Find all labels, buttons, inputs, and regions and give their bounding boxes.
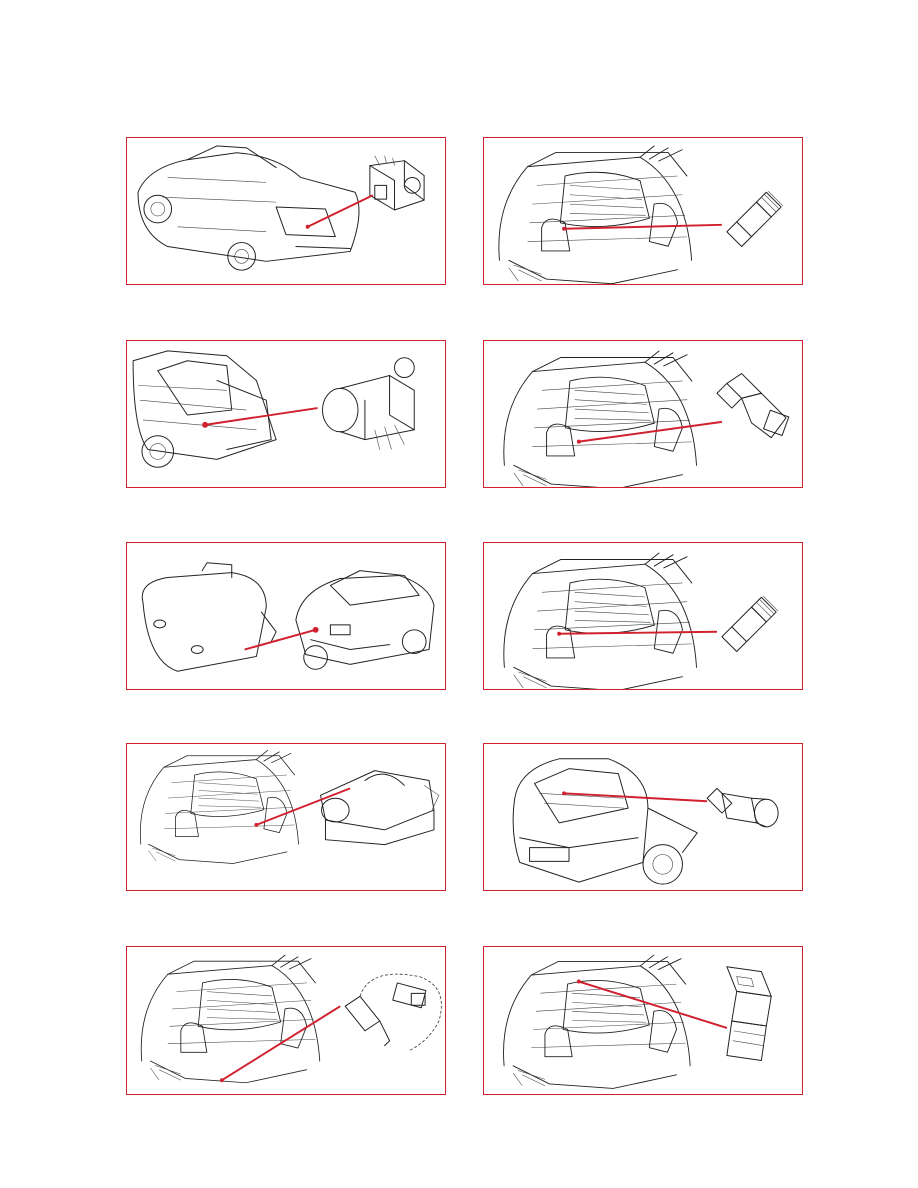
trunk-illustration bbox=[127, 341, 445, 487]
panel-car-front-connector bbox=[483, 743, 803, 891]
panel-convertible-pump bbox=[126, 137, 446, 285]
fuel-tank-module-icon bbox=[142, 563, 276, 672]
engine-bay-illustration bbox=[127, 947, 445, 1094]
convertible-illustration bbox=[127, 138, 445, 284]
car-icon bbox=[513, 759, 697, 884]
temperature-sensor-icon bbox=[717, 374, 789, 438]
engine-bay-illustration bbox=[484, 543, 802, 689]
panel-engine-pressure-sensor bbox=[483, 137, 803, 285]
panel-engine-pressure-switch bbox=[483, 542, 803, 690]
panel-engine-ac-pressure-sensor bbox=[483, 946, 803, 1095]
car-icon bbox=[138, 146, 359, 270]
air-mass-meter-icon bbox=[321, 771, 439, 845]
engine-bay-illustration bbox=[484, 341, 802, 487]
panel-trunk-pump-motor bbox=[126, 340, 446, 488]
sensor-connector-icon bbox=[707, 788, 778, 826]
panel-engine-temperature-sensor bbox=[483, 340, 803, 488]
panel-engine-air-mass-meter bbox=[126, 743, 446, 891]
car-icon bbox=[133, 351, 276, 467]
hydraulic-pump-unit-icon bbox=[370, 156, 424, 210]
sedan-illustration bbox=[127, 543, 445, 689]
car-front-illustration bbox=[484, 744, 802, 890]
engine-bay-illustration bbox=[127, 744, 445, 890]
hydraulic-pump-motor-icon bbox=[323, 358, 415, 450]
panel-sedan-tank-module bbox=[126, 542, 446, 690]
panel-engine-oxygen-sensor bbox=[126, 946, 446, 1095]
engine-bay-illustration bbox=[484, 138, 802, 284]
ac-pressure-sensor-icon bbox=[727, 967, 771, 1061]
pressure-sensor-icon bbox=[727, 191, 783, 246]
oxygen-sensor-icon bbox=[345, 974, 441, 1050]
pressure-switch-icon bbox=[722, 596, 778, 651]
engine-bay-illustration bbox=[484, 947, 802, 1094]
car-icon bbox=[296, 571, 434, 670]
